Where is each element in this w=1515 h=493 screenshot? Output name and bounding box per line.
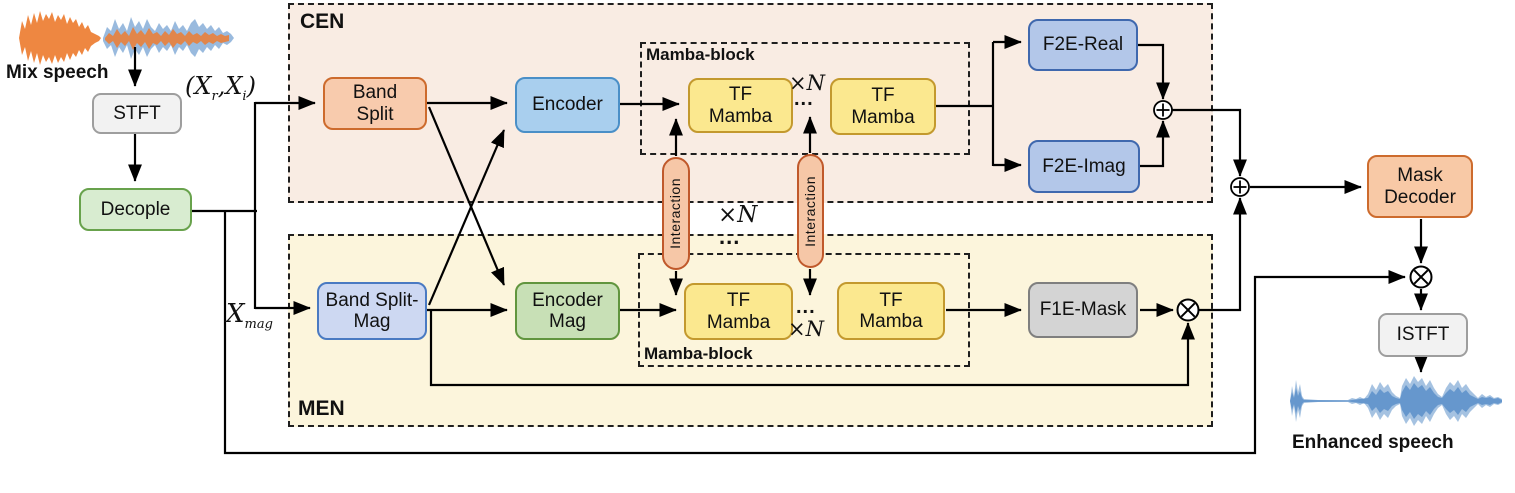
encoder-label: Encoder	[532, 94, 603, 116]
istft-label: ISTFT	[1396, 324, 1450, 346]
enhanced-waveform-shapes	[1290, 376, 1502, 426]
men-repeat-label: ×N	[788, 317, 824, 341]
encoder-mag-box: Encoder Mag	[515, 282, 620, 340]
magnitude-sub: mag	[244, 317, 273, 332]
encoder-mag-label: Encoder Mag	[532, 289, 603, 332]
cen-tf-mamba-1-label: TF Mamba	[708, 84, 773, 127]
f2e-imag-label: F2E-Imag	[1042, 155, 1126, 177]
interaction-label-1: Interaction	[667, 178, 684, 249]
stft-box: STFT	[92, 93, 182, 134]
cen-repeat-dots: ...	[794, 88, 814, 110]
magnitude-base: X	[226, 299, 245, 329]
mix-speech-waveform	[19, 11, 234, 65]
men-repeat-dots: ...	[796, 296, 816, 318]
decouple-label: Decople	[100, 198, 171, 220]
men-tf-mamba-2-box: TF Mamba	[837, 282, 945, 340]
complex-sub-r: r	[211, 89, 218, 104]
men-tf-mamba-1-box: TF Mamba	[684, 283, 793, 340]
interaction-box-2: Interaction	[797, 154, 824, 268]
band-split-mag-label: Band Split-Mag	[325, 289, 419, 332]
complex-spectrum-label: (Xr,Xi)	[185, 72, 256, 104]
mask-decoder-box: Mask Decoder	[1367, 155, 1473, 218]
interaction-repeat-dots: ...	[719, 224, 741, 249]
f2e-real-box: F2E-Real	[1028, 19, 1138, 71]
mask-decoder-label: Mask Decoder	[1384, 165, 1456, 208]
men-mamba-block-label: Mamba-block	[644, 344, 753, 363]
complex-comma: ,	[217, 72, 226, 100]
cen-region-label: CEN	[300, 10, 345, 33]
complex-open: (	[185, 72, 195, 100]
men-tf-mamba-2-label: TF Mamba	[859, 289, 923, 332]
enhanced-speech-waveform	[1290, 376, 1502, 426]
f2e-imag-box: F2E-Imag	[1028, 140, 1140, 193]
stft-label: STFT	[113, 102, 161, 124]
mix-speech-label: Mix speech	[6, 62, 109, 83]
f2e-real-label: F2E-Real	[1042, 34, 1124, 56]
f1e-mask-box: F1E-Mask	[1028, 282, 1138, 338]
complex-base2: X	[225, 72, 243, 100]
interaction-box-1: Interaction	[662, 157, 690, 270]
istft-box: ISTFT	[1378, 313, 1468, 357]
cen-tf-mamba-2-label: TF Mamba	[851, 85, 915, 128]
men-region-label: MEN	[298, 397, 345, 420]
cen-mamba-block-label: Mamba-block	[646, 45, 755, 64]
complex-sub-i: i	[242, 89, 247, 104]
cen-tf-mamba-2-box: TF Mamba	[830, 78, 936, 135]
complex-base1: X	[194, 72, 212, 100]
f1e-mask-label: F1E-Mask	[1039, 299, 1127, 321]
men-tf-mamba-1-label: TF Mamba	[706, 290, 771, 333]
encoder-box: Encoder	[515, 77, 620, 133]
band-split-label: Band Split	[352, 82, 398, 125]
multiply-operator-mask	[1409, 265, 1433, 289]
cen-repeat-label: ×N	[789, 71, 825, 95]
cen-tf-mamba-1-box: TF Mamba	[688, 78, 793, 133]
complex-close: )	[246, 72, 256, 100]
band-split-mag-box: Band Split-Mag	[317, 282, 427, 340]
add-operator-output	[1230, 177, 1250, 197]
magnitude-spectrum-label: Xmag	[226, 299, 273, 332]
decouple-box: Decople	[79, 188, 192, 231]
mix-waveform-shapes	[19, 11, 234, 65]
enhanced-speech-label: Enhanced speech	[1292, 432, 1454, 453]
interaction-label-2: Interaction	[801, 175, 818, 247]
band-split-box: Band Split	[323, 77, 427, 130]
